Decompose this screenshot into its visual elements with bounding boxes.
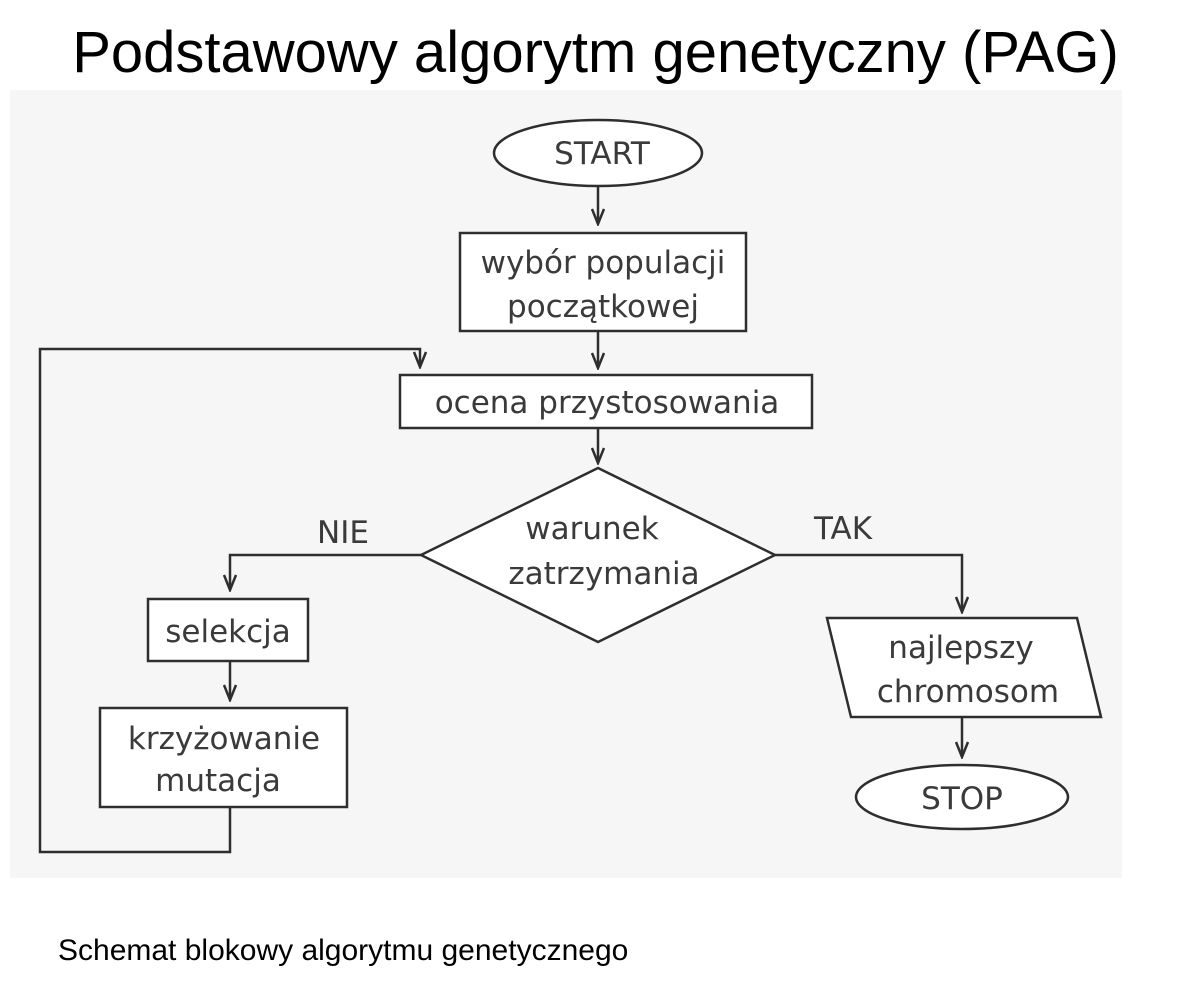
start-label: START bbox=[554, 136, 651, 172]
selection-box bbox=[146, 597, 310, 663]
arrow-loop-back bbox=[38, 347, 420, 854]
selection-label: selekcja bbox=[165, 614, 291, 650]
init-population-box bbox=[458, 231, 748, 333]
evaluate-fitness-label: ocena przystosowania bbox=[435, 385, 780, 421]
arrow-no-branch bbox=[230, 553, 421, 590]
stop-condition-label-line1: warunek bbox=[525, 511, 658, 547]
init-population-label-line2: początkowej bbox=[507, 289, 699, 325]
yes-branch-label: TAK bbox=[813, 511, 873, 547]
stop-condition-diamond bbox=[418, 466, 778, 644]
arrow-yes-branch bbox=[775, 553, 962, 612]
evaluate-fitness-box bbox=[398, 373, 814, 430]
diagram-caption: Schemat blokowy algorytmu genetycznego bbox=[58, 934, 629, 967]
best-chromosome-label-line1: najlepszy bbox=[888, 630, 1033, 666]
stop-label: STOP bbox=[921, 781, 1003, 817]
stop-condition-label-line2: zatrzymania bbox=[508, 556, 699, 592]
best-chromosome-label-line2: chromosom bbox=[877, 674, 1059, 710]
best-chromosome-output bbox=[825, 616, 1103, 719]
stop-terminal bbox=[854, 763, 1070, 831]
crossover-mutation-box bbox=[98, 706, 349, 809]
init-population-label-line1: wybór populacji bbox=[481, 245, 726, 281]
mutation-label: mutacja bbox=[155, 763, 281, 799]
no-branch-label: NIE bbox=[317, 515, 369, 551]
crossover-label: krzyżowanie bbox=[128, 721, 320, 757]
page-title: Podstawowy algorytm genetyczny (PAG) bbox=[72, 20, 1119, 85]
